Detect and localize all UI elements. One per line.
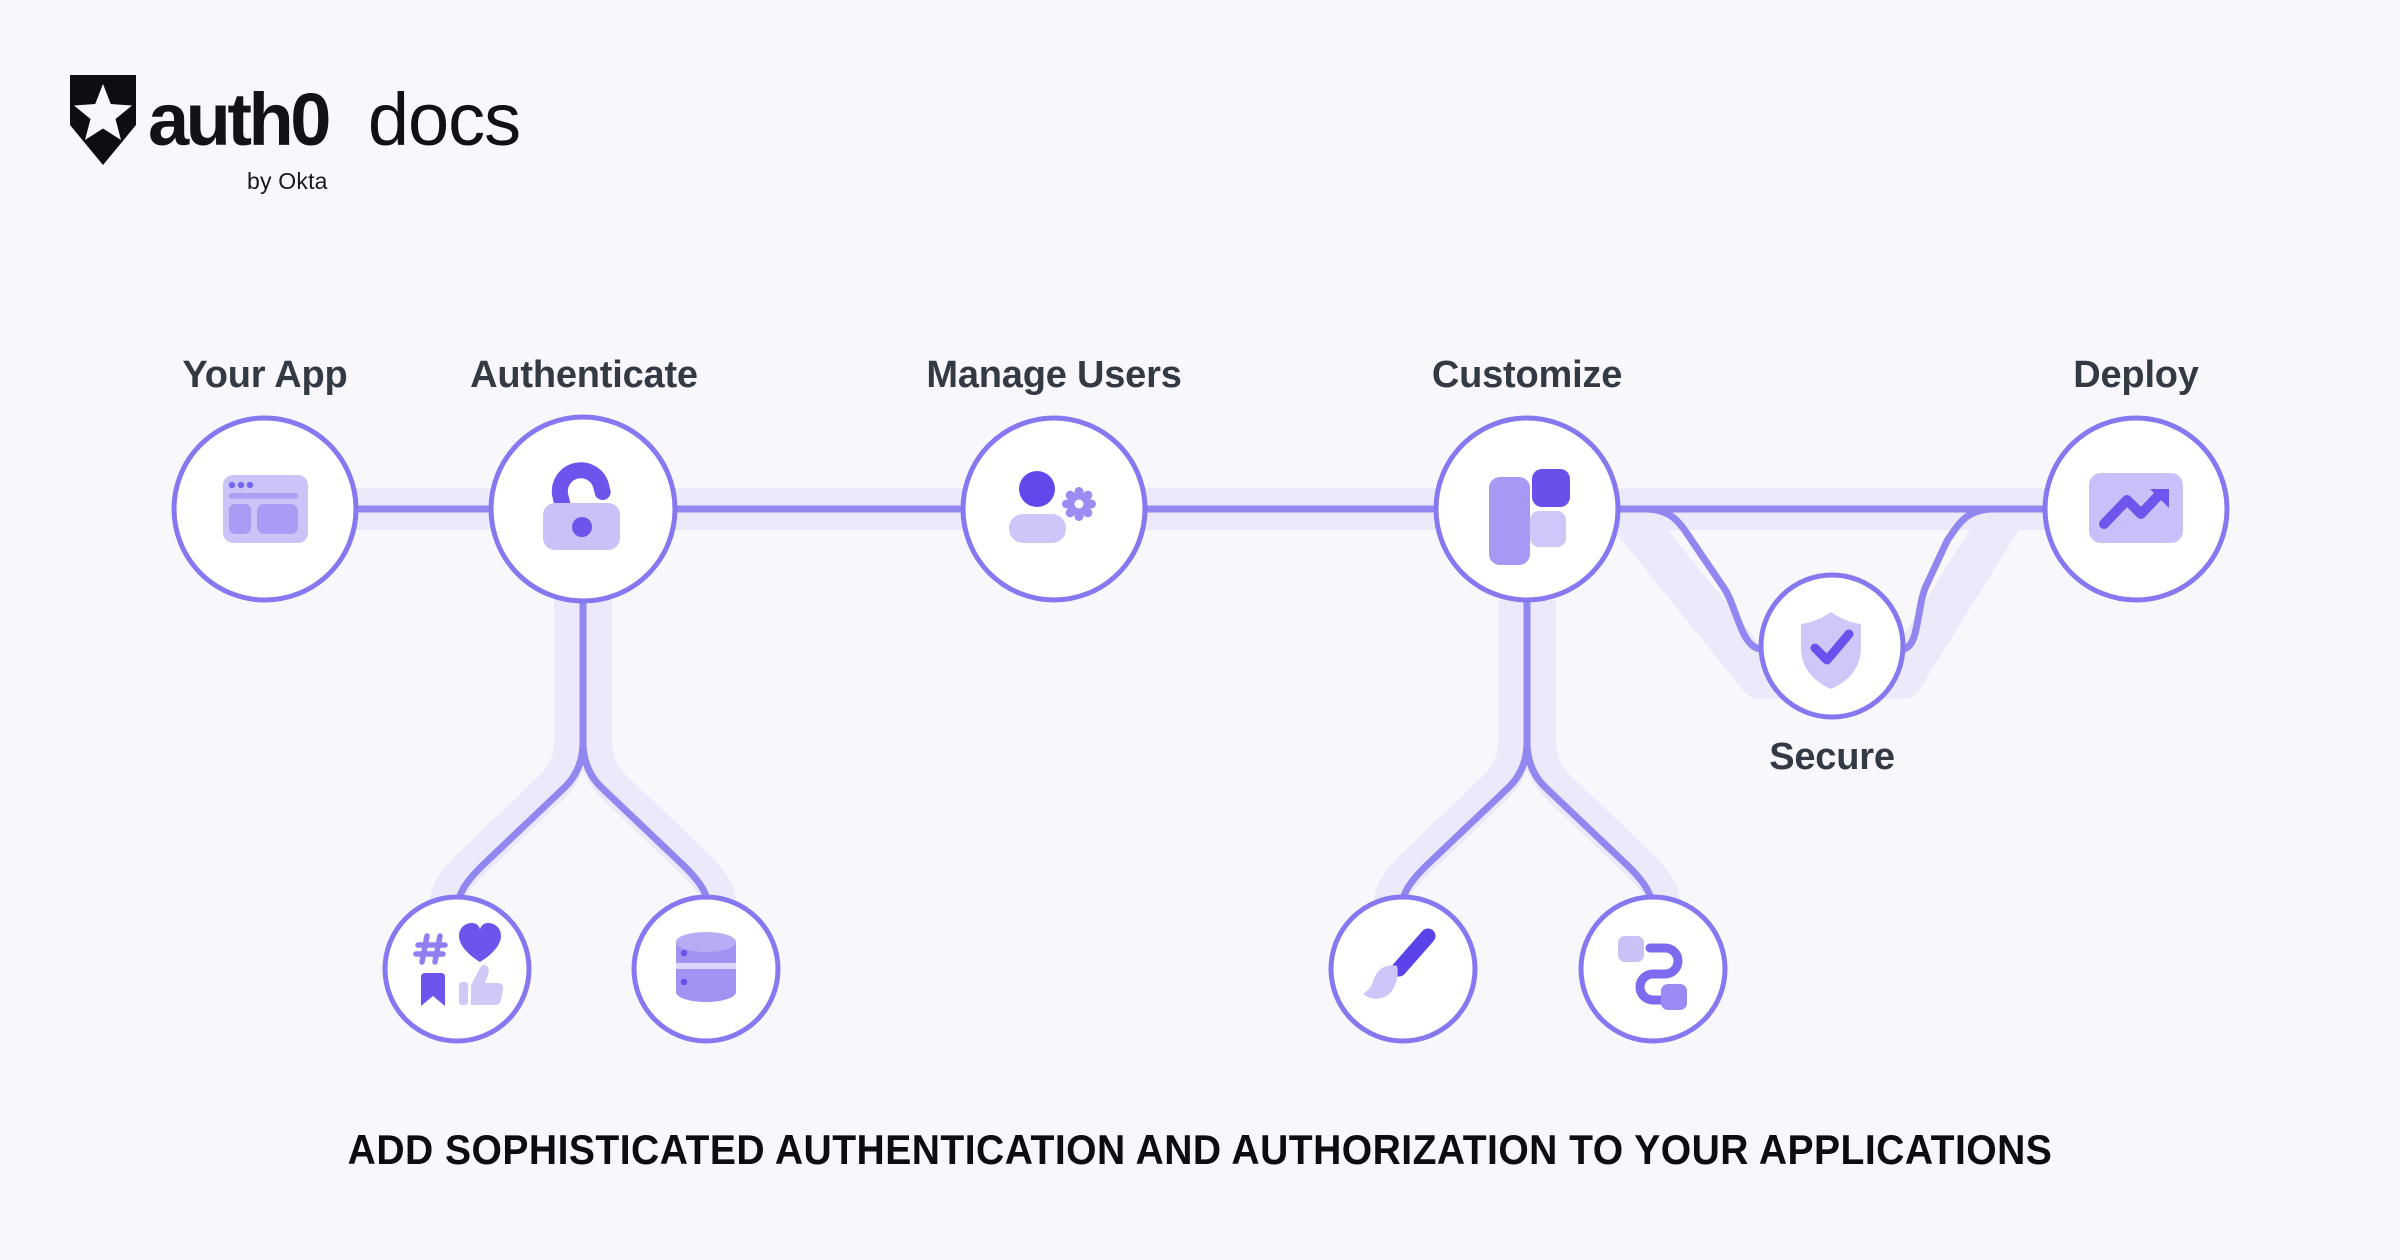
hashtag-icon (413, 933, 448, 965)
node-label-your-app: Your App (182, 354, 348, 396)
bookmark-icon (421, 973, 445, 1006)
user-gear-icon (1009, 471, 1096, 543)
node-label-secure: Secure (1769, 736, 1895, 778)
thumbs-up-icon (459, 964, 504, 1005)
database-icon (676, 932, 736, 1002)
paintbrush-icon (1363, 928, 1436, 999)
browser-window-icon (223, 475, 308, 543)
authenticate-branch-right (579, 596, 711, 906)
subnode-circle-social (382, 894, 532, 1044)
logo-byline: by Okta (247, 168, 328, 194)
shield-check-icon (1801, 612, 1861, 689)
node-label-deploy: Deploy (2073, 354, 2199, 396)
node-label-authenticate: Authenticate (470, 354, 698, 396)
logo-product-text: docs (367, 78, 521, 161)
open-padlock-icon (543, 462, 620, 550)
subnode-circle-workflow (1578, 894, 1728, 1044)
trending-up-chart-icon (2089, 473, 2183, 543)
node-label-manage-users: Manage Users (926, 354, 1182, 396)
heart-icon (459, 923, 501, 962)
secure-branch-right (1898, 505, 1998, 653)
logo-brand-text: auth0 (148, 78, 331, 161)
node-circle-manage-users (960, 415, 1148, 603)
tagline: ADD SOPHISTICATED AUTHENTICATION AND AUT… (347, 1126, 2053, 1173)
customize-branch-right (1523, 596, 1655, 906)
workflow-path-icon (1618, 936, 1687, 1010)
node-label-customize: Customize (1431, 354, 1623, 396)
auth0-shield-icon (70, 75, 136, 165)
node-circles (171, 414, 2230, 1044)
layout-blocks-icon (1489, 469, 1570, 565)
secure-branch-left (1641, 505, 1766, 653)
auth0-docs-logo[interactable]: auth0 docs (66, 72, 521, 168)
social-engagement-icons (413, 923, 504, 1006)
